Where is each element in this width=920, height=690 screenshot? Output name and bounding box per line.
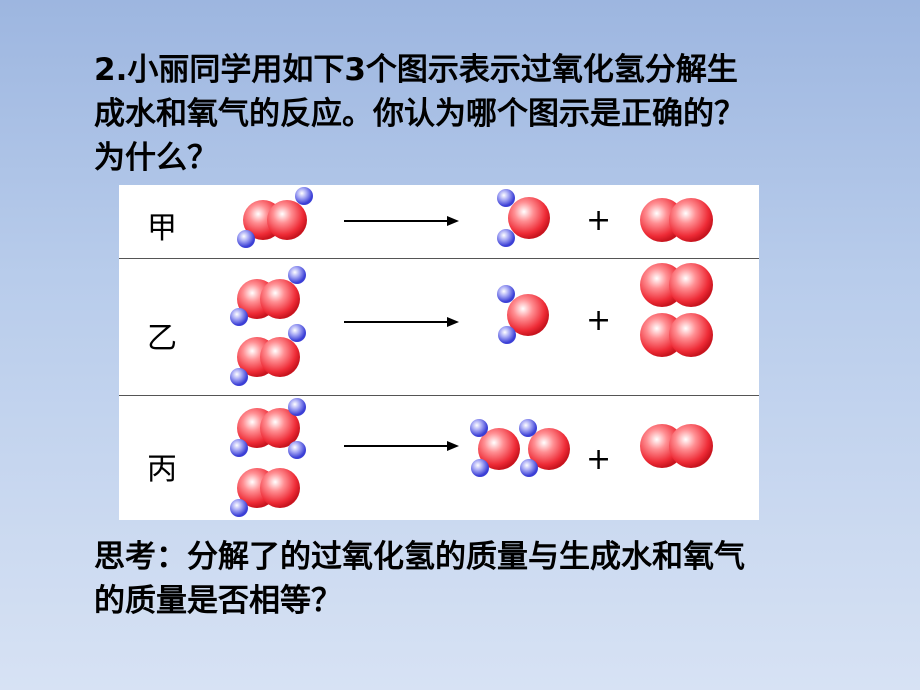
oxygen-molecule [640,263,713,307]
row-jia: 甲 + [119,185,759,258]
hydrogen-peroxide-molecule [230,324,306,386]
row-label: 丙 [147,452,177,487]
question-line-3: 为什么？ [94,140,218,176]
plus-sign: + [586,303,612,338]
water-molecule [497,189,550,247]
oxygen-molecule [640,198,713,242]
hydrogen-peroxide-molecule [230,441,306,517]
think-question: 思考：分解了的过氧化氢的质量与生成水和氧气 的质量是否相等？ [94,535,864,623]
plus-sign: + [586,203,612,238]
reaction-arrow [344,441,459,451]
water-molecule-pair [470,419,570,477]
oxygen-molecule [640,313,713,357]
question-line-1: 2.小丽同学用如下3个图示表示过氧化氢分解生 [94,52,738,88]
diagram-panel: 甲 + 乙 [119,185,759,520]
row-bing: 丙 + [119,396,759,520]
question-line-2: 成水和氧气的反应。你认为哪个图示是正确的？ [94,96,745,132]
row-label: 甲 [147,211,177,246]
water-molecule [497,285,549,344]
question-text: 2.小丽同学用如下3个图示表示过氧化氢分解生 成水和氧气的反应。你认为哪个图示是… [94,48,854,180]
hydrogen-peroxide-molecule [230,266,306,326]
row-yi: 乙 + [119,259,759,395]
plus-sign: + [586,442,612,477]
think-line-1: 思考：分解了的过氧化氢的质量与生成水和氧气 [94,539,745,575]
hydrogen-peroxide-molecule [230,398,306,457]
row-label: 乙 [147,321,177,356]
think-line-2: 的质量是否相等？ [94,583,342,619]
reaction-arrow [344,216,459,226]
row-divider [119,258,759,259]
row-divider [119,395,759,396]
oxygen-molecule [640,424,713,468]
hydrogen-peroxide-molecule [237,187,313,248]
reaction-arrow [344,317,459,327]
